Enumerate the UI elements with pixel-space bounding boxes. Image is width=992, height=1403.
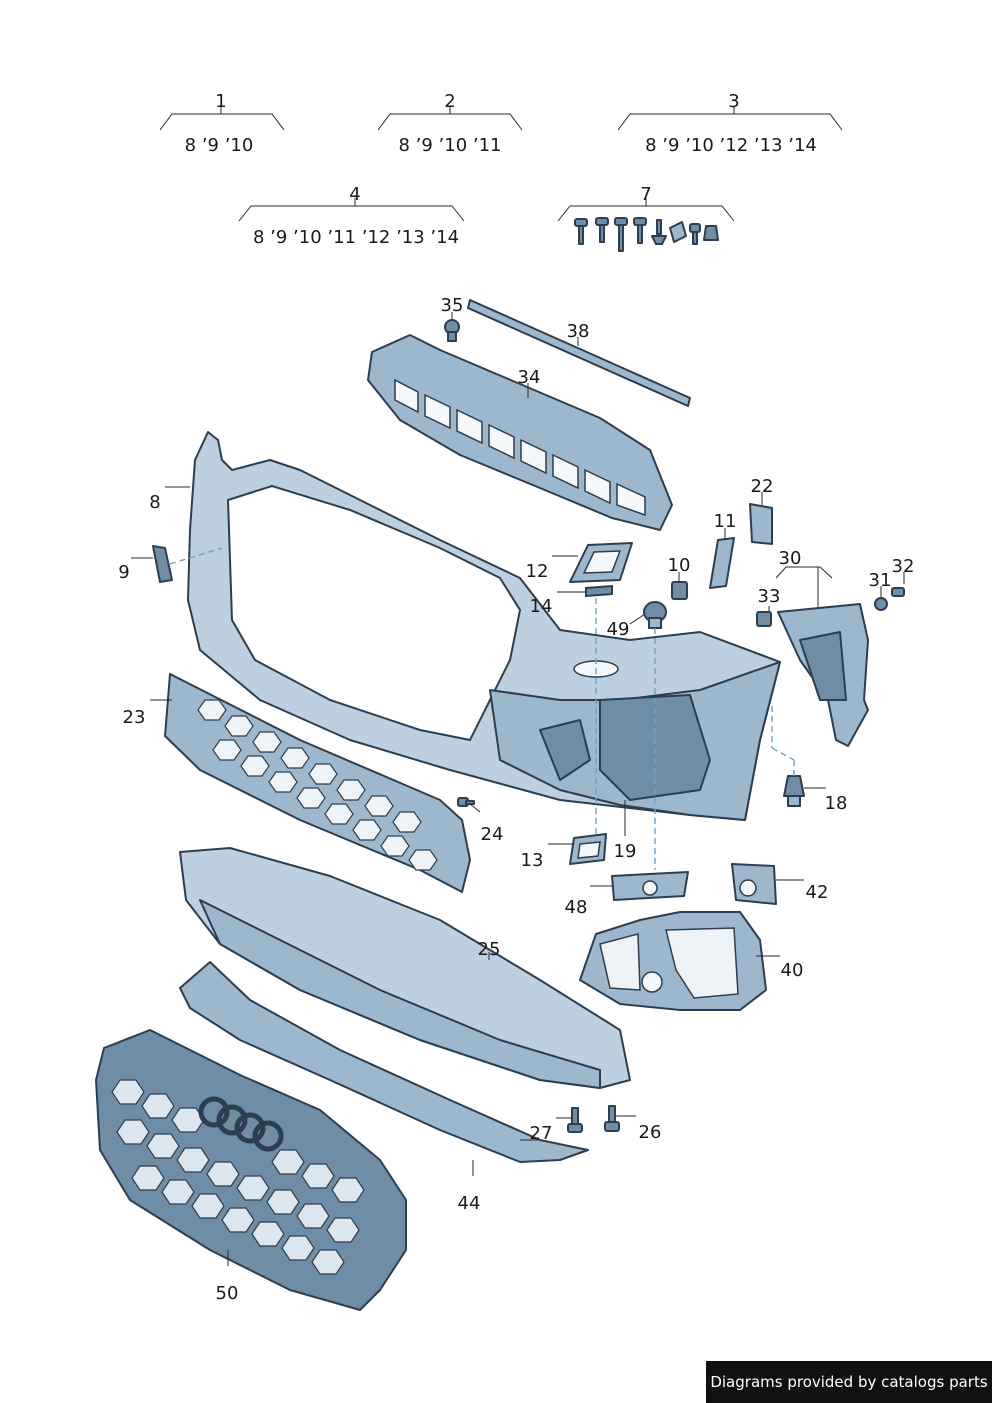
group-2-number: 2 <box>444 91 455 112</box>
part-13-cap <box>569 833 607 865</box>
callout-19: 19 <box>614 841 637 862</box>
group-4: 4 8 ’9 ’10 ’11 ’12 ’13 ’14 <box>238 184 465 248</box>
callout-38: 38 <box>567 321 590 342</box>
group-7-number: 7 <box>640 184 651 205</box>
callout-8: 8 <box>149 492 160 513</box>
part-50-front-grille <box>95 1029 407 1311</box>
part-22-bracket <box>749 503 773 545</box>
part-33-clip <box>756 611 772 627</box>
part-8-bumper-cover <box>187 431 781 821</box>
part-44-spoiler-lip <box>179 961 589 1163</box>
callout-50: 50 <box>216 1283 239 1304</box>
clip-icon <box>703 225 719 241</box>
callout-22: 22 <box>751 476 774 497</box>
callout-13: 13 <box>521 850 544 871</box>
callout-34: 34 <box>518 367 541 388</box>
part-11-cover <box>709 537 735 589</box>
part-31-nut <box>874 597 888 611</box>
callout-9: 9 <box>118 562 129 583</box>
part-24-bolt <box>457 797 475 807</box>
screw-icon <box>595 217 609 243</box>
callout-18: 18 <box>825 793 848 814</box>
attribution-banner: Diagrams provided by catalogs parts <box>706 1361 992 1403</box>
callout-10: 10 <box>668 555 691 576</box>
callout-32: 32 <box>892 556 915 577</box>
part-42-holder <box>731 863 777 905</box>
part-49-sensor <box>643 601 667 629</box>
callout-14: 14 <box>530 596 553 617</box>
callout-11: 11 <box>714 511 737 532</box>
group-4-number: 4 <box>349 184 360 205</box>
part-23-lower-grille <box>164 673 471 893</box>
part-27-bolt <box>567 1107 583 1133</box>
callout-labels: 35 38 34 8 9 22 11 10 12 30 31 32 14 33 … <box>118 295 914 1304</box>
part-38-upper-strip <box>467 299 691 407</box>
group-1-variants: 8 ’9 ’10 <box>185 135 254 156</box>
group-2-variants: 8 ’9 ’10 ’11 <box>398 135 501 156</box>
part-9-cap <box>152 545 173 583</box>
part-32-bolt <box>891 587 905 597</box>
group-1-number: 1 <box>215 91 226 112</box>
rivet-icon <box>651 219 667 245</box>
screw-icon <box>574 218 588 245</box>
part-40-fog-grille <box>579 911 767 1011</box>
part-25-underbody-panel <box>179 847 631 1089</box>
assembly-lines <box>169 547 795 870</box>
callout-30: 30 <box>779 548 802 569</box>
leader-lines <box>131 312 905 1266</box>
group-3-number: 3 <box>728 91 739 112</box>
callout-40: 40 <box>781 960 804 981</box>
part-14-clip <box>585 585 613 597</box>
clip-icon <box>669 221 687 243</box>
group-3: 3 8 ’9 ’10 ’12 ’13 ’14 <box>617 91 843 156</box>
part-26-bolt <box>604 1105 620 1132</box>
part-10-sensor <box>671 581 688 600</box>
part-18-clip <box>783 775 805 807</box>
callout-25: 25 <box>478 939 501 960</box>
screw-icon <box>614 217 628 252</box>
callout-35: 35 <box>441 295 464 316</box>
callout-31: 31 <box>869 570 892 591</box>
callout-26: 26 <box>639 1122 662 1143</box>
group-3-variants: 8 ’9 ’10 ’12 ’13 ’14 <box>645 135 817 156</box>
screw-icon <box>633 217 647 244</box>
callout-24: 24 <box>481 824 504 845</box>
part-12-bracket <box>569 542 633 583</box>
callout-49: 49 <box>607 619 630 640</box>
group-4-variants: 8 ’9 ’10 ’11 ’12 ’13 ’14 <box>253 227 459 248</box>
callout-48: 48 <box>565 897 588 918</box>
callout-42: 42 <box>806 882 829 903</box>
rings-emblem-icon <box>198 1096 284 1152</box>
part-35-bolt <box>444 319 460 342</box>
callout-23: 23 <box>123 707 146 728</box>
bolt-icon <box>689 223 701 245</box>
group-7-fasteners: 7 <box>557 184 735 252</box>
part-48-bracket <box>611 871 689 901</box>
callout-44: 44 <box>458 1193 481 1214</box>
part-30-side-bracket <box>777 603 869 747</box>
group-2: 2 8 ’9 ’10 ’11 <box>377 91 523 156</box>
callout-27: 27 <box>530 1123 553 1144</box>
callout-12: 12 <box>526 561 549 582</box>
group-1: 1 8 ’9 ’10 <box>159 91 285 156</box>
callout-33: 33 <box>758 586 781 607</box>
